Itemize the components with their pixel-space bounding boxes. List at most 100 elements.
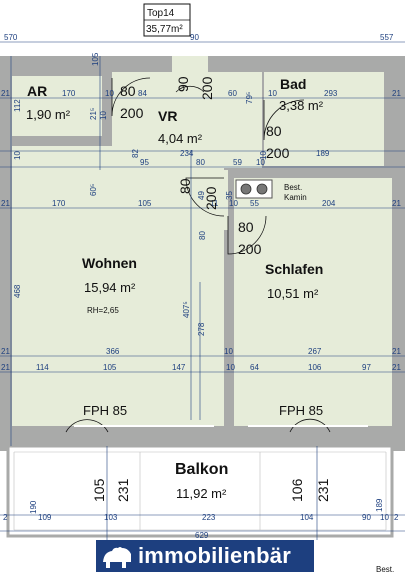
dim-21-e: 21 [1, 347, 10, 356]
dim-10-d: 10 [229, 199, 238, 208]
door-entry-width: 90 [175, 76, 191, 92]
room-ar-name: AR [27, 83, 47, 99]
door-wohnen-height: 200 [203, 186, 219, 210]
dim-21-a: 21 [1, 89, 10, 98]
door-swings [65, 77, 331, 433]
dim-10-c: 10 [256, 158, 265, 167]
dim-204: 204 [322, 199, 336, 208]
brand-name: immobilienbär [138, 543, 291, 568]
dim-215: 21⁵ [89, 108, 98, 120]
dim-605: 60⁵ [89, 184, 98, 196]
dim-95: 95 [140, 158, 149, 167]
brand-logo: immobilienbär [96, 540, 314, 572]
dim-84: 84 [138, 89, 147, 98]
dim-10-e: 10 [224, 347, 233, 356]
room-schlafen [234, 178, 392, 426]
dim-190: 190 [29, 500, 38, 514]
dim-147: 147 [172, 363, 186, 372]
kamin-label: Best.Kamin [284, 183, 307, 202]
dim-64: 64 [250, 363, 259, 372]
door-balkon-left-height: 231 [115, 478, 131, 502]
dim-top-right: 557 [380, 33, 394, 42]
room-wohnen-ceiling-height: RH=2,65 [87, 306, 119, 315]
dim-2-a: 2 [3, 513, 8, 522]
dim-10-a: 10 [105, 89, 114, 98]
kamin-flue-right [256, 183, 268, 195]
dim-82: 82 [131, 149, 140, 158]
unit-total-area: 35,77m² [146, 24, 183, 35]
bear-icon [103, 547, 131, 568]
entry-opening [172, 56, 208, 72]
door-entry-height: 200 [199, 76, 215, 100]
room-balkon-area: 11,92 m² [176, 486, 227, 501]
door-balkon-right-width: 106 [289, 478, 305, 502]
dim-278: 278 [197, 322, 206, 336]
dim-105-b: 105 [103, 363, 117, 372]
dim-223: 223 [202, 513, 216, 522]
dim-60: 60 [228, 89, 237, 98]
dim-10v-a: 10 [99, 111, 108, 120]
dim-59: 59 [233, 158, 242, 167]
dim-105: 105 [138, 199, 152, 208]
room-bad [264, 72, 384, 166]
dim-105-vert: 105 [91, 52, 100, 66]
room-ar [12, 76, 102, 136]
dim-55: 55 [250, 199, 259, 208]
room-bad-name: Bad [280, 76, 306, 92]
kamin-flue-left [240, 183, 252, 195]
dim-189: 189 [316, 149, 330, 158]
room-wohnen-upper [112, 170, 228, 230]
dim-21-h: 21 [392, 363, 401, 372]
door-ar-height: 200 [120, 105, 144, 121]
door-schlafen-width: 80 [238, 219, 254, 235]
dim-170-top: 170 [62, 89, 76, 98]
room-ar-area: 1,90 m² [26, 107, 71, 122]
window-fph-left: FPH 85 [83, 403, 127, 418]
door-ar-width: 80 [120, 83, 136, 99]
dim-top-left: 570 [4, 33, 18, 42]
dim-366: 366 [106, 347, 120, 356]
dim-11: 11 [210, 199, 219, 208]
room-wohnen-area: 15,94 m² [84, 280, 136, 295]
dim-103: 103 [104, 513, 118, 522]
room-wohnen-name: Wohnen [82, 255, 137, 271]
dim-104: 104 [300, 513, 314, 522]
dim-2-b: 2 [394, 513, 399, 522]
dimension-lines [0, 41, 405, 540]
dim-80-a: 80 [196, 158, 205, 167]
window-fph-right: FPH 85 [279, 403, 323, 418]
dim-21-g: 21 [1, 363, 10, 372]
room-balkon [6, 444, 394, 538]
dim-10v-b: 10 [13, 151, 22, 160]
dim-109: 109 [38, 513, 52, 522]
door-bad-height: 200 [266, 145, 290, 161]
dim-49: 49 [197, 191, 206, 200]
corner-best-label: Best. [376, 565, 394, 574]
door-wohnen-width: 80 [177, 178, 193, 194]
door-balkon-right-height: 231 [315, 478, 331, 502]
dim-795: 79⁵ [245, 92, 254, 104]
dim-21-d: 21 [392, 199, 401, 208]
dim-234: 234 [180, 149, 194, 158]
room-vr-name: VR [158, 108, 177, 124]
room-schlafen-name: Schlafen [265, 261, 323, 277]
dim-10-f: 10 [226, 363, 235, 372]
dim-21-c: 21 [1, 199, 10, 208]
dim-10-b: 10 [268, 89, 277, 98]
room-schlafen-area: 10,51 m² [267, 286, 319, 301]
dim-468: 468 [13, 284, 22, 298]
door-schlafen-height: 200 [238, 241, 262, 257]
dim-90: 90 [362, 513, 371, 522]
dim-189-vert: 189 [375, 498, 384, 512]
dim-35: 35 [225, 191, 234, 200]
dim-170-mid: 170 [52, 199, 66, 208]
dim-10-g: 10 [380, 513, 389, 522]
dim-80-vert: 80 [198, 231, 207, 240]
room-balkon-name: Balkon [175, 461, 228, 478]
dim-267: 267 [308, 347, 322, 356]
dim-114: 114 [36, 363, 49, 372]
dim-106: 106 [308, 363, 322, 372]
dim-top-mid: 90 [190, 33, 199, 42]
dim-10v-c: 10 [259, 151, 268, 160]
